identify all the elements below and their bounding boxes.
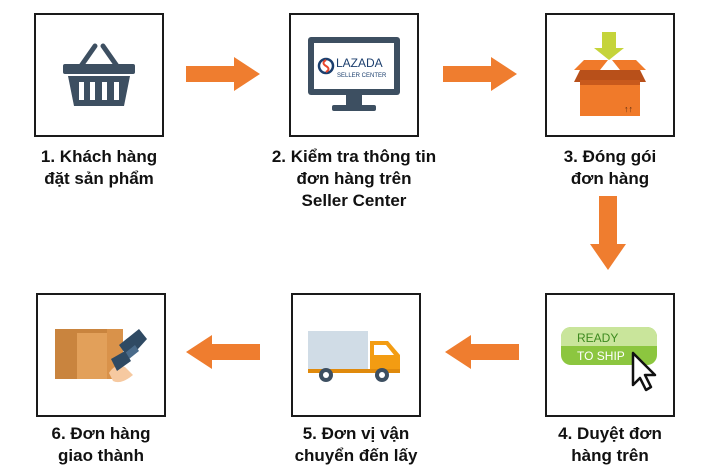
step-2-line-3: Seller Center xyxy=(301,191,407,210)
step-4-line-2: hàng trên xyxy=(571,446,649,465)
ready-text: READY xyxy=(577,331,618,345)
arrow-right-1 xyxy=(186,57,260,91)
arrow-left-1 xyxy=(445,335,519,369)
step-1-line-1: 1. Khách hàng xyxy=(40,147,158,166)
step-6-box xyxy=(36,293,166,417)
step-2-line-1: 2. Kiểm tra thông tin xyxy=(271,147,437,166)
step-5-caption: 5. Đơn vị vận chuyển đến lấy xyxy=(261,423,451,467)
step-5-box xyxy=(291,293,421,417)
monitor-lazada-icon: LAZADA SELLER CENTER xyxy=(308,37,400,111)
step-5-line-2: chuyển đến lấy xyxy=(294,446,418,465)
step-3-caption: 3. Đóng gói đơn hàng xyxy=(525,146,695,190)
delivery-truck-icon xyxy=(308,331,400,382)
arrow-down-1 xyxy=(590,196,626,270)
to-ship-text: TO SHIP xyxy=(577,349,625,363)
step-1-caption: 1. Khách hàng đặt sản phẩm xyxy=(14,146,184,190)
package-box-icon: ↑↑ xyxy=(574,32,646,116)
step-3-box: ↑↑ xyxy=(545,13,675,137)
step-2-line-2: đơn hàng trên xyxy=(296,169,412,188)
step-6-line-1: 6. Đơn hàng xyxy=(51,424,151,443)
step-6-caption: 6. Đơn hàng giao thành xyxy=(16,423,186,467)
step-4-box: READY TO SHIP xyxy=(545,293,675,417)
step-4-line-1: 4. Duyệt đơn xyxy=(558,424,662,443)
lazada-logo-text: LAZADA xyxy=(336,56,383,70)
step-3-line-2: đơn hàng xyxy=(570,169,650,188)
shopping-basket-icon xyxy=(63,43,135,106)
seller-center-text: SELLER CENTER xyxy=(337,73,387,79)
step-6-line-2: giao thành xyxy=(58,446,144,465)
ready-to-ship-button-icon: READY TO SHIP xyxy=(561,327,657,392)
step-3-line-1: 3. Đóng gói xyxy=(563,147,657,166)
step-2-box: LAZADA SELLER CENTER xyxy=(289,13,419,137)
step-5-line-1: 5. Đơn vị vận xyxy=(302,424,410,443)
arrow-right-2 xyxy=(443,57,517,91)
step-2-caption: 2. Kiểm tra thông tin đơn hàng trên Sell… xyxy=(249,146,459,212)
svg-text:↑↑: ↑↑ xyxy=(624,104,633,114)
step-4-caption: 4. Duyệt đơn hàng trên xyxy=(525,423,695,467)
hand-delivering-box-icon xyxy=(55,329,147,383)
step-1-line-2: đặt sản phẩm xyxy=(44,169,154,188)
step-1-box xyxy=(34,13,164,137)
arrow-left-2 xyxy=(186,335,260,369)
